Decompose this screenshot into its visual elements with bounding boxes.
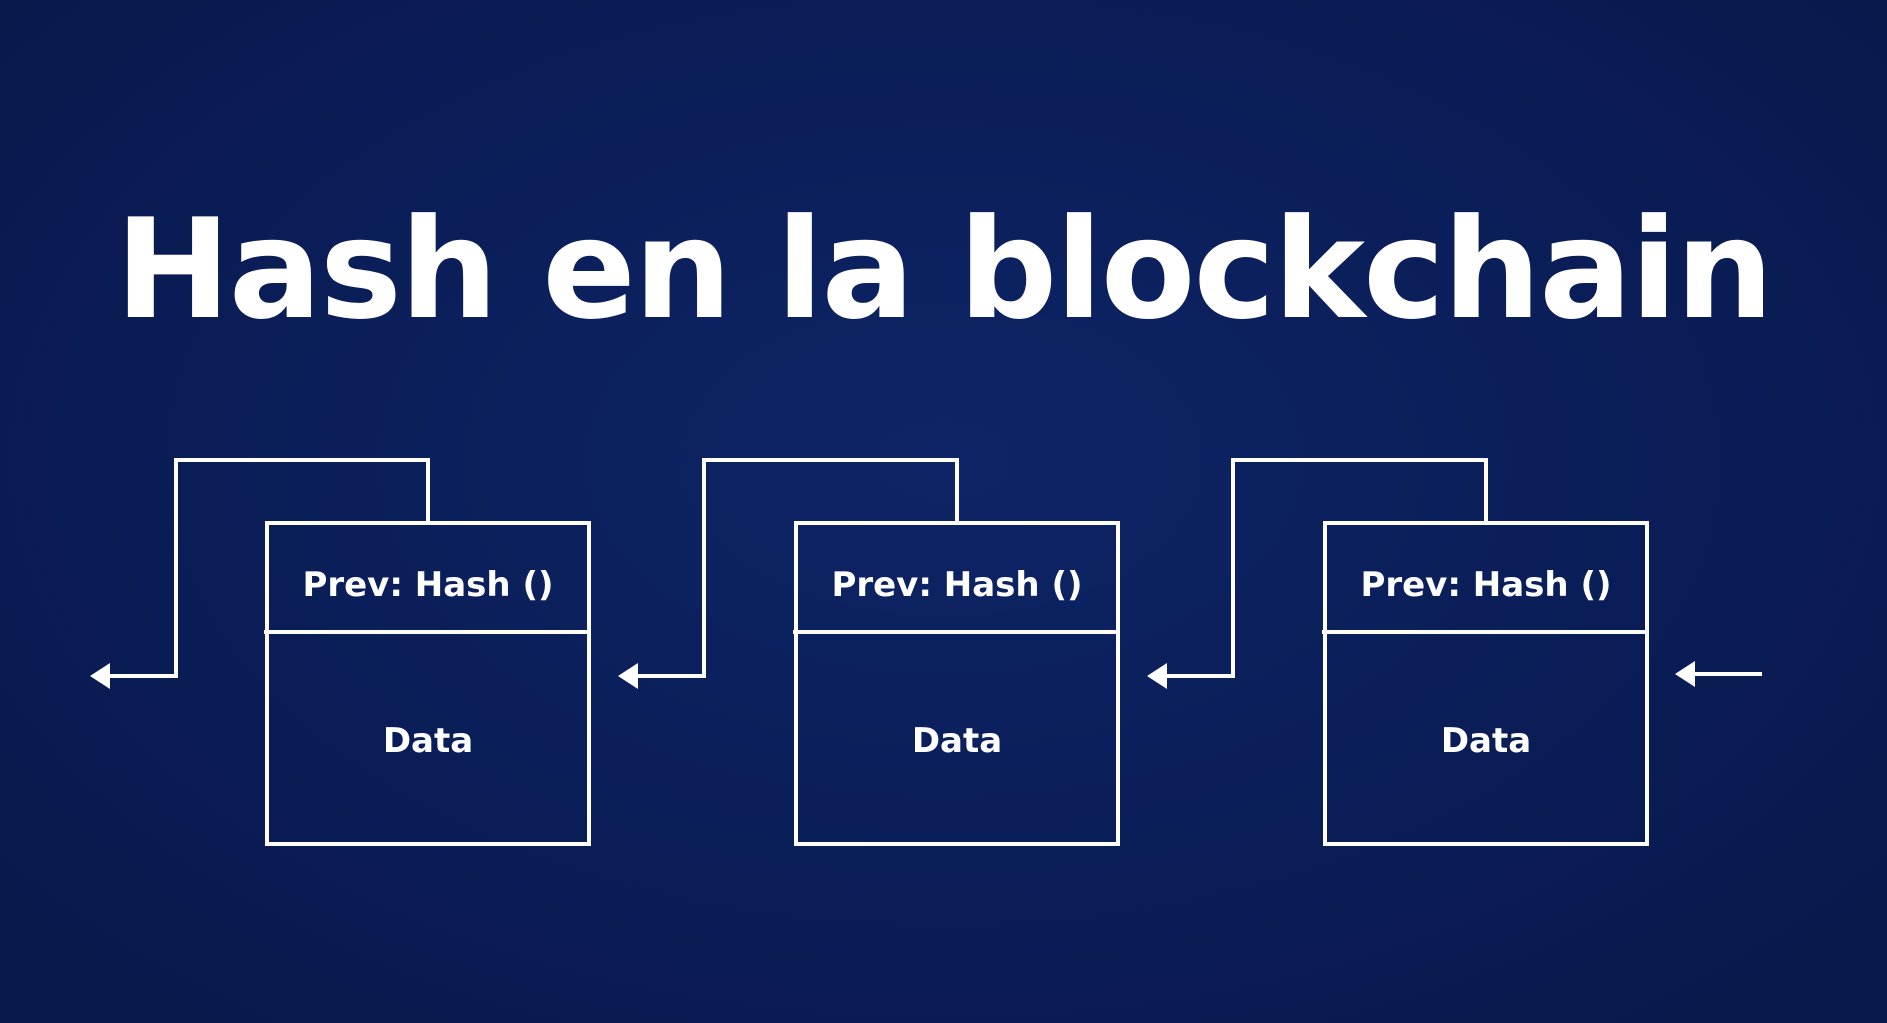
block-2-box [794, 521, 1120, 846]
incoming-link [1675, 661, 1762, 687]
block-2-data-label: Data [912, 721, 1002, 761]
block-2: Prev: Hash () Data [618, 458, 1120, 846]
incoming-arrow-icon [1675, 661, 1695, 687]
block-3-header-label: Prev: Hash () [1360, 565, 1611, 605]
block-1-data-label: Data [383, 721, 473, 761]
block-2-hash-link [633, 458, 959, 678]
block-3: Prev: Hash () Data [1147, 458, 1649, 846]
block-3-data-label: Data [1441, 721, 1531, 761]
page-title: Hash en la blockchain [115, 189, 1774, 350]
block-1-header-label: Prev: Hash () [302, 565, 553, 605]
block-1-hash-link [104, 458, 430, 678]
block-2-header-label: Prev: Hash () [831, 565, 1082, 605]
block-3-box [1323, 521, 1649, 846]
block-1-arrow-icon [90, 663, 110, 689]
block-2-arrow-icon [618, 663, 638, 689]
block-3-hash-link [1162, 458, 1488, 678]
block-1-box [265, 521, 591, 846]
block-1: Prev: Hash () Data [90, 458, 591, 846]
block-3-arrow-icon [1147, 663, 1167, 689]
